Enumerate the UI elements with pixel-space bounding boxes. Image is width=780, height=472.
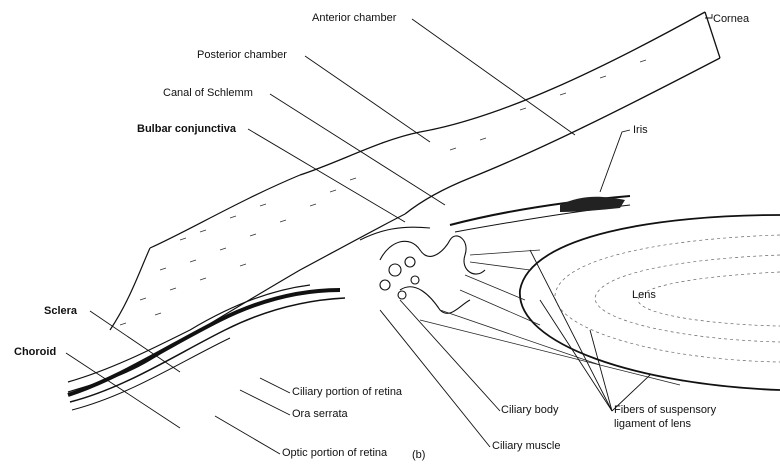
label-panel: (b) bbox=[412, 449, 426, 461]
label-ciliary-portion-of-retina: Ciliary portion of retina bbox=[292, 386, 403, 398]
label-fibers-line2: ligament of lens bbox=[614, 418, 692, 430]
label-canal-of-schlemm: Canal of Schlemm bbox=[163, 87, 253, 99]
label-cornea: Cornea bbox=[713, 13, 750, 25]
conjunctiva-texture bbox=[119, 59, 647, 326]
label-ora-serrata: Ora serrata bbox=[292, 408, 348, 420]
iris-shape bbox=[449, 195, 631, 233]
label-lens: Lens bbox=[632, 289, 656, 301]
sclera-shape bbox=[67, 174, 406, 393]
lens-shape bbox=[519, 214, 780, 391]
cornea-shape bbox=[299, 11, 721, 215]
label-optic-portion-of-retina: Optic portion of retina bbox=[282, 447, 388, 459]
label-iris: Iris bbox=[633, 124, 648, 136]
label-ciliary-muscle: Ciliary muscle bbox=[492, 440, 561, 452]
ciliary-body-shape bbox=[359, 226, 486, 314]
label-bulbar-conjunctiva: Bulbar conjunctiva bbox=[137, 123, 237, 135]
label-ciliary-body: Ciliary body bbox=[501, 404, 559, 416]
label-posterior-chamber: Posterior chamber bbox=[197, 49, 287, 61]
leader-lines bbox=[65, 14, 713, 455]
label-sclera: Sclera bbox=[44, 305, 78, 317]
label-fibers-line1: Fibers of suspensory bbox=[614, 404, 717, 416]
suspensory-fibers bbox=[419, 249, 681, 386]
label-choroid: Choroid bbox=[14, 346, 57, 358]
label-anterior-chamber: Anterior chamber bbox=[312, 12, 397, 24]
